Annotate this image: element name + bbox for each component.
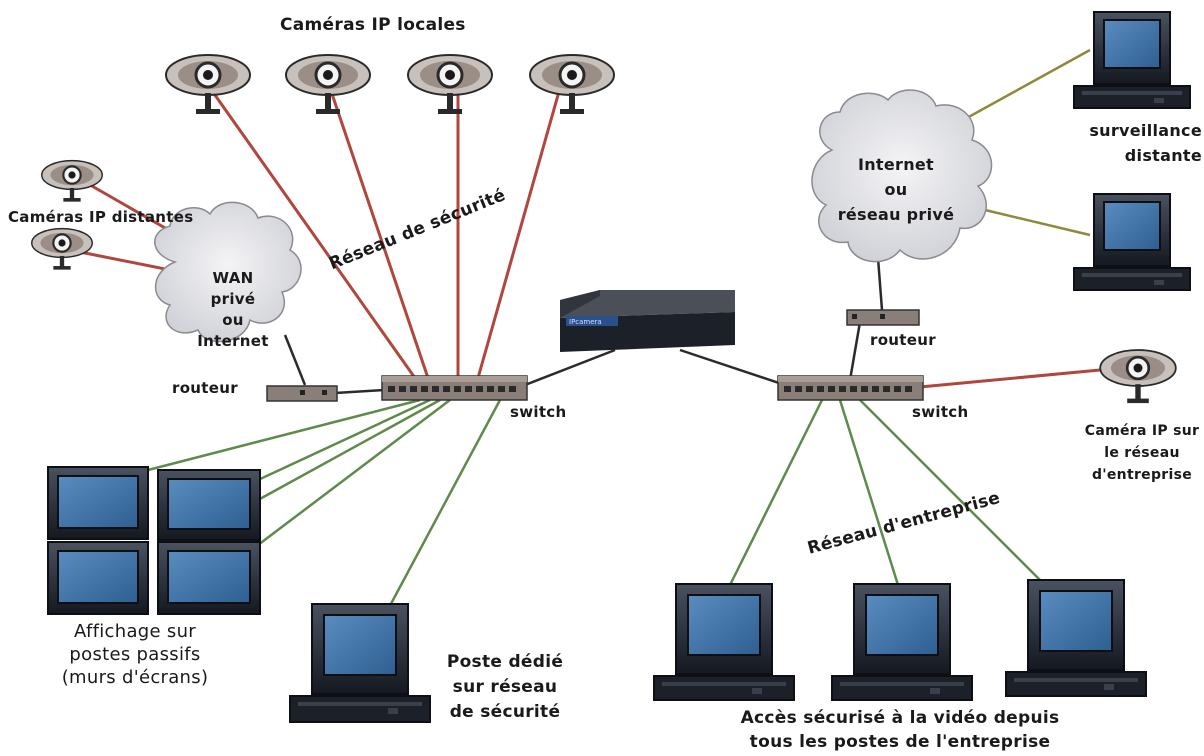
link-cloud-router-left [283, 334, 307, 386]
link-nvr-switch-right [679, 348, 786, 387]
link-cam1-switch [208, 87, 417, 379]
label-router-right: routeur [870, 331, 936, 349]
screen-wall [47, 466, 261, 615]
link-switch-pc-c [859, 399, 1046, 586]
link-switch-pc-b [838, 399, 900, 586]
link-cloud-router-right [876, 257, 884, 311]
nvr-server: IPcamera [560, 290, 735, 352]
link-enterprisecam-switch [919, 368, 1101, 389]
camera-local-4-icon [529, 54, 615, 114]
link-cloud-pc2 [984, 208, 1091, 237]
camera-remote-1-icon [41, 159, 103, 202]
camera-links [69, 87, 1101, 389]
pc-enterprise-2-icon [831, 583, 973, 701]
wall-monitor-4-icon [157, 541, 261, 615]
wan-cloud [154, 201, 302, 343]
core-links [283, 257, 884, 395]
camera-local-2-icon [285, 54, 371, 114]
link-cam2-switch [328, 87, 430, 379]
wall-monitor-1-icon [47, 466, 149, 540]
link-cam4-switch [476, 87, 562, 379]
router-left [266, 385, 338, 402]
label-switch-left: switch [510, 403, 567, 421]
link-router-switch-left [334, 388, 386, 395]
router-right [846, 309, 920, 326]
pc-enterprise-1-icon [653, 583, 795, 701]
pc-enterprise-3-icon [1005, 579, 1147, 697]
camera-local-1-icon [165, 54, 251, 114]
link-router-switch-right [848, 321, 862, 381]
wall-monitor-2-icon [157, 469, 261, 541]
link-switch-dedicated [383, 399, 502, 616]
switch-left [381, 375, 528, 401]
label-wan-cloud: WAN privé ou Internet [197, 269, 269, 350]
label-enterprise-camera: Caméra IP sur le réseau d'entreprise [1084, 423, 1200, 483]
label-switch-right: switch [912, 403, 969, 421]
pc-remote-2-icon [1073, 193, 1191, 291]
switch-right [777, 375, 924, 401]
nvr-badge: IPcamera [569, 318, 602, 326]
link-switch-nvr-left [524, 348, 616, 387]
link-switch-pc-a [728, 399, 824, 586]
label-cameras-local: Caméras IP locales [280, 15, 466, 35]
label-cameras-remote: Caméras IP distantes [8, 208, 194, 226]
camera-enterprise-icon [1099, 349, 1177, 404]
camera-local-3-icon [407, 54, 493, 114]
link-switch-wall4 [257, 399, 451, 546]
wall-monitor-3-icon [47, 541, 149, 615]
label-dedicated-station: Poste dédié sur réseau de sécurité [446, 652, 564, 722]
internet-cloud [811, 89, 993, 263]
pc-dedicated-icon [289, 603, 431, 723]
label-secure-access: Accès sécurisé à la vidéo depuis tous le… [740, 708, 1060, 752]
link-switch-wall1 [147, 398, 421, 472]
link-switch-wall3 [257, 398, 441, 502]
display-links [147, 398, 1046, 616]
label-router-left: routeur [172, 379, 238, 397]
pc-remote-1-icon [1073, 11, 1191, 109]
camera-remote-2-icon [31, 227, 93, 270]
link-switch-wall2 [257, 398, 431, 482]
label-remote-monitoring: surveillance distante [1089, 121, 1202, 165]
label-internet-cloud: Internet ou réseau privé [837, 155, 955, 224]
label-passive-display: Affichage sur postes passifs (murs d'écr… [61, 621, 209, 688]
